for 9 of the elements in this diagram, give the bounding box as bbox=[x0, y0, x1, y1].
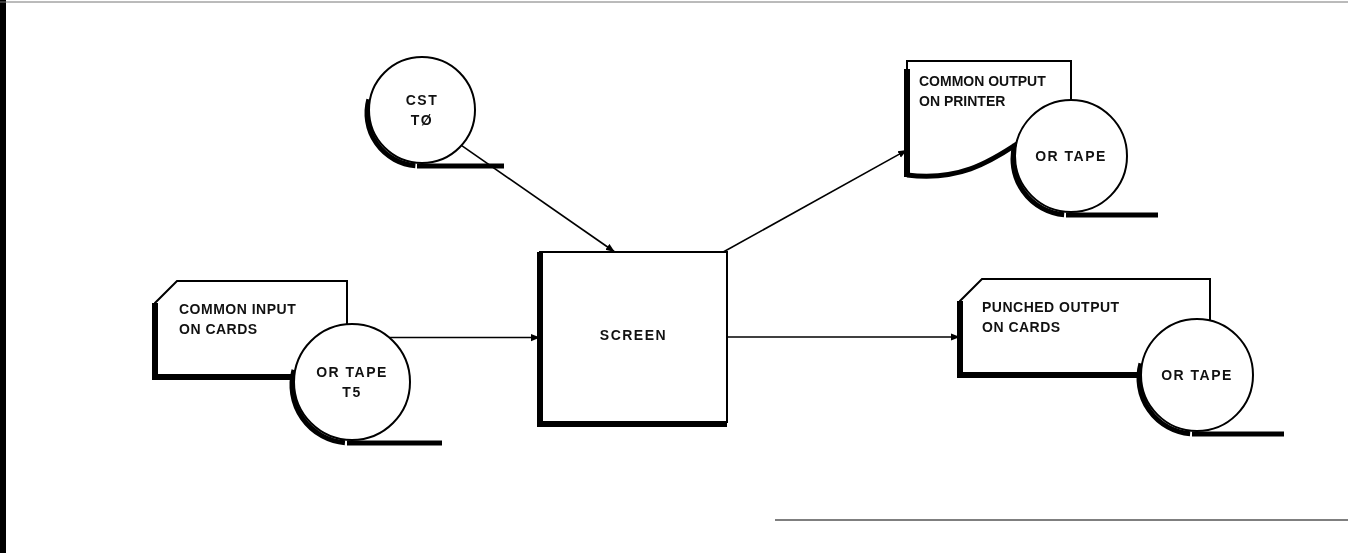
process-label: SCREEN bbox=[598, 326, 669, 345]
tape-label: CST TØ bbox=[404, 91, 440, 130]
document-label: COMMON OUTPUT ON PRINTER bbox=[919, 72, 1047, 111]
card-label: PUNCHED OUTPUT ON CARDS bbox=[982, 298, 1121, 337]
tape-label: OR TAPE bbox=[1160, 366, 1234, 385]
arrow bbox=[460, 144, 616, 253]
card-label: COMMON INPUT ON CARDS bbox=[179, 300, 298, 339]
tape-label: OR TAPE T5 bbox=[315, 363, 389, 402]
tape-label: OR TAPE bbox=[1034, 147, 1108, 166]
